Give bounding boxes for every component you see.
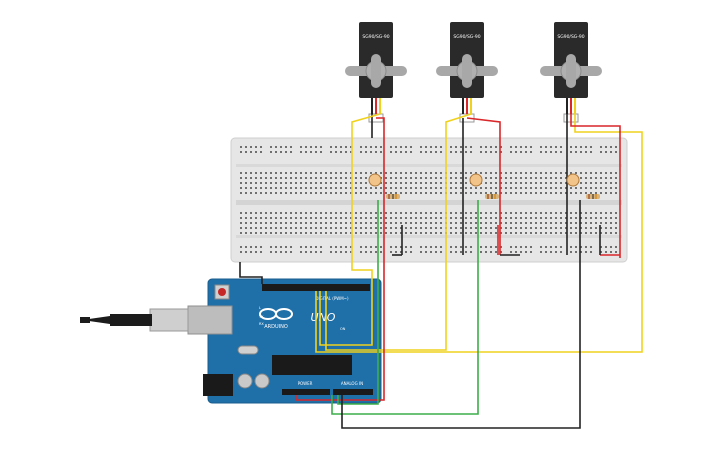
servo-2-label: SG90/SG-90 [453, 34, 480, 40]
resistor-2[interactable] [485, 194, 499, 199]
on-label: ON [340, 327, 346, 331]
reset-button[interactable] [218, 288, 226, 296]
l-label: L [259, 306, 261, 310]
servo-3-label: SG90/SG-90 [557, 34, 584, 40]
wires [239, 113, 643, 429]
servo-1-label: SG90/SG-90 [362, 34, 389, 40]
arduino-model: UNO [311, 311, 336, 324]
digital-label: DIGITAL (PWM~) [315, 296, 349, 301]
resistor-3[interactable] [586, 194, 600, 199]
analog-label: ANALOG IN [341, 381, 363, 386]
resistor-1[interactable] [386, 194, 400, 199]
usb-port [187, 305, 233, 335]
usb-cable [80, 308, 189, 332]
rx-label: RX [259, 322, 264, 326]
arduino-uno-board[interactable]: ARDUINO UNO DIGITAL (PWM~) POWER ANALOG … [187, 278, 382, 404]
photoresistor-1[interactable] [368, 173, 382, 187]
photoresistor-3[interactable] [566, 173, 580, 187]
power-label: POWER [298, 381, 313, 386]
servo-leads [371, 98, 576, 114]
power-jack [203, 374, 233, 396]
photoresistor-2[interactable] [469, 173, 483, 187]
power-header [282, 389, 330, 395]
arduino-logo [259, 308, 293, 320]
tx-label: TX [258, 315, 264, 319]
servo-3[interactable]: SG90/SG-90 [540, 22, 602, 123]
breadboard-holes [240, 146, 617, 253]
atmega-chip [272, 355, 352, 375]
digital-header [262, 284, 370, 291]
breadboard[interactable] [230, 137, 628, 263]
arduino-brand: ARDUINO [264, 324, 288, 330]
wire-gnd-board [239, 262, 263, 284]
analog-header [333, 389, 373, 395]
